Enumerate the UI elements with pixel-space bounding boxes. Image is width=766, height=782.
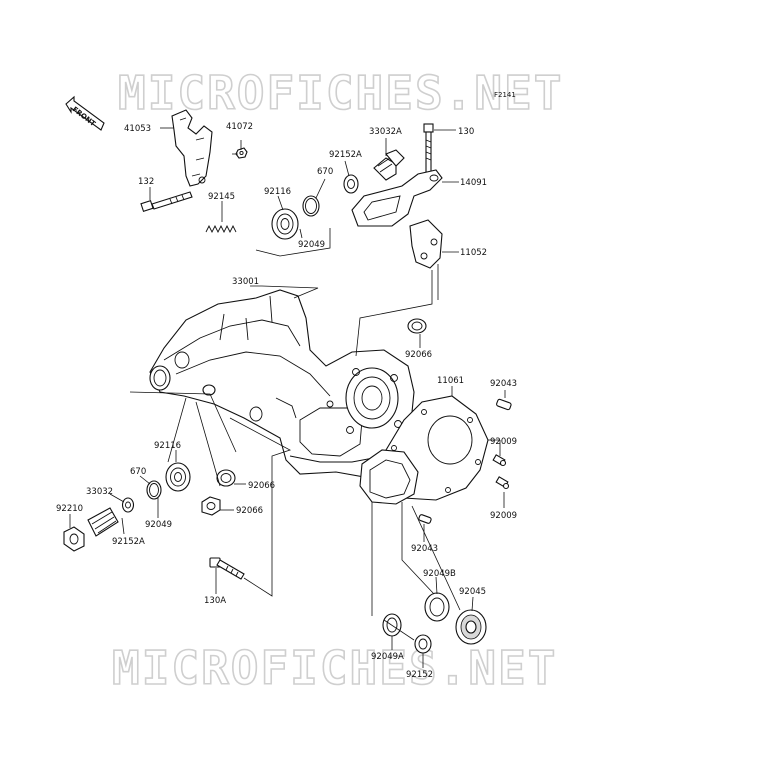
label-92066-bottom: 92066 <box>236 506 263 516</box>
label-92043-top: 92043 <box>490 379 517 389</box>
label-14091: 14091 <box>460 178 487 188</box>
label-92116-top: 92116 <box>264 187 291 197</box>
bearing-92045-icon <box>455 609 487 645</box>
oring-670-top-icon <box>302 195 320 217</box>
label-41053: 41053 <box>124 124 151 134</box>
gasket-icon <box>359 449 419 505</box>
watermark-top: MICROFICHES.NET <box>118 66 563 120</box>
label-92049B: 92049B <box>423 569 456 579</box>
label-33032A: 33032A <box>369 127 402 137</box>
washer-92152A-bottom-icon <box>121 497 135 513</box>
label-92009-bottom: 92009 <box>490 511 517 521</box>
bolt-130A-icon <box>209 557 245 580</box>
bearing-92116-bottom-icon <box>165 462 191 492</box>
label-92049-top: 92049 <box>298 240 325 250</box>
label-92152A-bottom: 92152A <box>112 537 145 547</box>
reference-code: F2141 <box>494 91 516 99</box>
washer-92152-icon <box>414 634 432 654</box>
screw-92009-bottom-icon <box>495 476 510 490</box>
washer-92152A-top-icon <box>343 174 359 194</box>
lever-14091-icon <box>351 169 443 227</box>
label-92066-top: 92066 <box>405 350 432 360</box>
nut-41072-icon <box>235 147 248 159</box>
cap-92066-bottom-icon <box>201 496 221 516</box>
label-92145: 92145 <box>208 192 235 202</box>
label-92066-middle: 92066 <box>248 481 275 491</box>
label-670-bottom: 670 <box>130 467 146 477</box>
swingarm-housing-33001-icon <box>149 289 415 479</box>
bolt-132-icon <box>140 191 193 213</box>
watermark-bottom: MICROFICHES.NET <box>112 641 557 695</box>
leader-lines <box>69 127 506 668</box>
cap-92066-middle-icon <box>216 469 236 487</box>
label-130A: 130A <box>204 596 226 606</box>
label-92116-bottom: 92116 <box>154 441 181 451</box>
label-92049-bottom: 92049 <box>145 520 172 530</box>
bracket-11052-icon <box>409 219 443 269</box>
cap-33032A-icon <box>373 149 405 181</box>
label-92152: 92152 <box>406 670 433 680</box>
bracket-41053-icon <box>171 109 213 187</box>
spring-92145-icon <box>205 224 237 234</box>
label-92210: 92210 <box>56 504 83 514</box>
adjuster-33032-icon <box>87 507 119 537</box>
label-41072: 41072 <box>226 122 253 132</box>
label-33032: 33032 <box>86 487 113 497</box>
dowel-92043-bottom-icon <box>418 514 432 524</box>
label-33001: 33001 <box>232 277 259 287</box>
label-92049A: 92049A <box>371 652 404 662</box>
nut-92210-icon <box>63 526 85 552</box>
bolt-130-icon <box>423 123 434 177</box>
label-11061: 11061 <box>437 376 464 386</box>
label-11052: 11052 <box>460 248 487 258</box>
front-arrow-icon: FRONT <box>65 95 105 131</box>
label-92152A-top: 92152A <box>329 150 362 160</box>
cap-92066-top-icon <box>407 318 427 334</box>
label-92043-bottom: 92043 <box>411 544 438 554</box>
dowel-92043-top-icon <box>496 398 512 411</box>
seal-92049B-icon <box>424 592 450 622</box>
label-132: 132 <box>138 177 154 187</box>
label-670-top: 670 <box>317 167 333 177</box>
label-92045: 92045 <box>459 587 486 597</box>
label-130: 130 <box>458 127 474 137</box>
screw-92009-top-icon <box>492 454 507 467</box>
label-92009-top: 92009 <box>490 437 517 447</box>
bearing-92116-top-icon <box>271 208 299 240</box>
oring-670-bottom-icon <box>146 480 162 500</box>
